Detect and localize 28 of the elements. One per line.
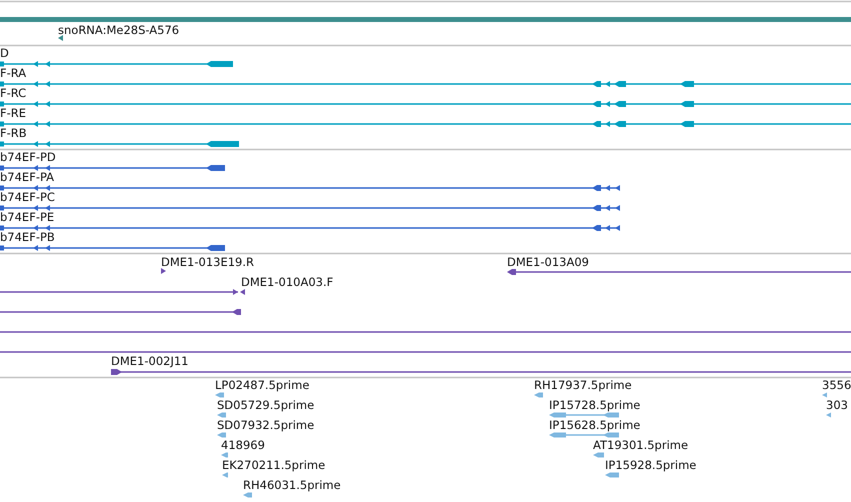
- feature-label: IP15928.5prime: [605, 458, 696, 472]
- feature-label: F-RE: [0, 106, 26, 120]
- feature-label: SD05729.5prime: [217, 398, 314, 412]
- feature-label: DME1-013E19.R: [161, 255, 254, 269]
- feature-label: AT19301.5prime: [593, 438, 688, 452]
- feature-label: EK270211.5prime: [222, 458, 326, 472]
- feature-label: DME1-010A03.F: [241, 275, 334, 289]
- feature-label: b74EF-PD: [0, 150, 56, 164]
- feature-label: IP15628.5prime: [549, 418, 640, 432]
- feature-label: RH17937.5prime: [534, 378, 632, 392]
- feature-label: b74EF-PE: [0, 210, 54, 224]
- feature-label: F-RA: [0, 66, 26, 80]
- feature-label: DME1-013A09: [507, 255, 589, 269]
- feature-label: DME1-002J11: [111, 354, 188, 368]
- feature-label: b74EF-PA: [0, 170, 54, 184]
- feature-label: 418969: [221, 438, 265, 452]
- feature-label: IP15728.5prime: [549, 398, 640, 412]
- feature-label: LP02487.5prime: [215, 378, 310, 392]
- feature-label: F-RB: [0, 126, 27, 140]
- feature-label: 3556: [822, 378, 851, 392]
- feature-label: b74EF-PB: [0, 230, 55, 244]
- feature-label: snoRNA:Me28S-A576: [58, 23, 180, 37]
- feature-label: D: [0, 46, 9, 60]
- feature-label: RH46031.5prime: [243, 478, 341, 492]
- feature-label: F-RC: [0, 86, 26, 100]
- feature-label: b74EF-PC: [0, 190, 55, 204]
- feature-label: 303: [826, 398, 848, 412]
- feature-label: SD07932.5prime: [217, 418, 314, 432]
